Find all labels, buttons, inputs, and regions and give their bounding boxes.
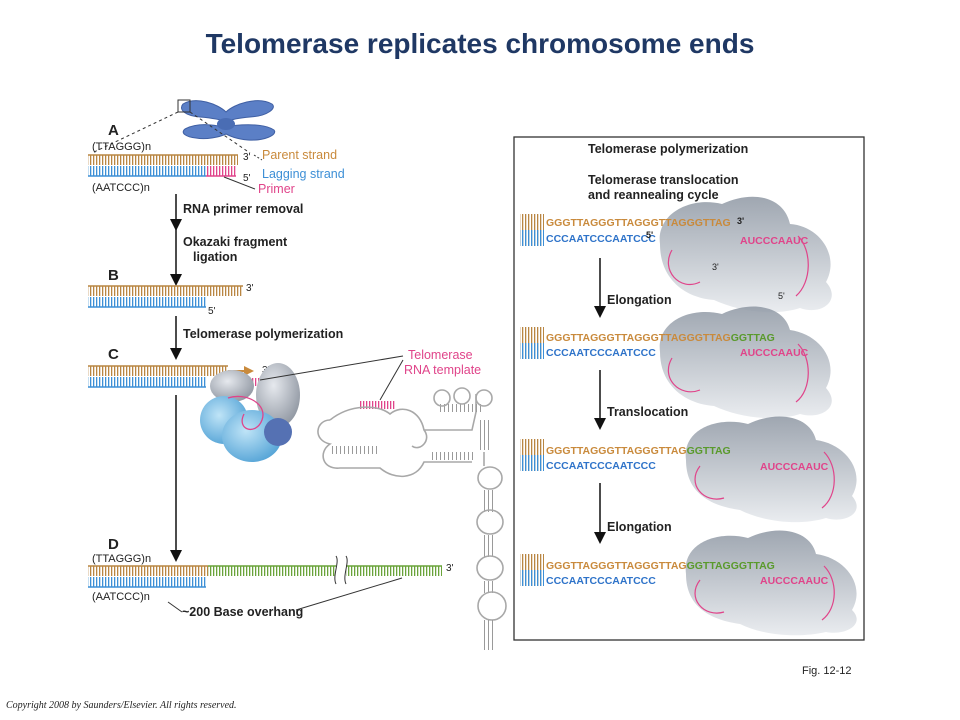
- panel-b-lagging-strand: [88, 297, 206, 307]
- row-4-new-dna: GGTTAGGGTTAG: [687, 560, 775, 572]
- telomerase-label: Telomerase: [408, 348, 473, 362]
- panel-c-lagging-strand: [88, 377, 206, 387]
- row-4-rna: AUCCCAAUC: [760, 575, 829, 587]
- panel-a-bottom-repeat: (AATCCC)n: [92, 182, 150, 194]
- rna-secondary-structure: [317, 387, 507, 650]
- panel-c-parent-strand: [88, 366, 228, 376]
- row-2-bottom-sequence: CCCAATCCCAATCCC: [546, 347, 656, 359]
- panel-a-letter: A: [108, 122, 119, 139]
- row-3-rna: AUCCCAAUC: [760, 461, 829, 473]
- row-1-enzyme-3prime: 3': [712, 262, 719, 272]
- panel-d-bottom-repeat: (AATCCC)n: [92, 591, 150, 603]
- panel-b-parent-strand: [88, 286, 243, 296]
- step-elongation-1: Elongation: [607, 293, 672, 307]
- row-4-bottom-sequence: CCCAATCCCAATCCC: [546, 575, 656, 587]
- panel-d-letter: D: [108, 536, 119, 553]
- panel-a-top-repeat: (TTAGGG)n: [92, 141, 151, 153]
- overhang-label: ~200 Base overhang: [182, 605, 303, 619]
- step-translocation: Translocation: [607, 405, 688, 419]
- panel-b-3prime: 3': [246, 283, 254, 294]
- row-1-top-sequence: GGGTTAGGGTTAGGGTTAGGGTTAG: [546, 217, 731, 229]
- right-panel-heading: Telomerase polymerization: [588, 142, 748, 156]
- panel-a-3prime: 3': [243, 152, 251, 163]
- primer-label: Primer: [258, 182, 295, 196]
- row-2-new-dna: GGTTAG: [731, 332, 775, 344]
- row-1-top-3prime: 3': [737, 216, 744, 226]
- cycle-row-1: GGGTTAGGGTTAGGGTTAGGGTTAG 3' CCCAATCCCAA…: [520, 196, 832, 313]
- right-panel-subheading-2: and reannealing cycle: [588, 188, 719, 202]
- panel-b-5prime: 5': [208, 306, 216, 317]
- panel-a-lagging-strand: [88, 166, 206, 176]
- parent-strand-label: Parent strand: [262, 148, 337, 162]
- row-2-rna: AUCCCAAUC: [740, 347, 809, 359]
- rna-template-label: RNA template: [404, 363, 481, 377]
- panel-d-overhang: [208, 566, 442, 576]
- lagging-strand-label: Lagging strand: [262, 167, 345, 181]
- row-2-top-sequence: GGGTTAGGGTTAGGGTTAGGGTTAGGGTTAG: [546, 332, 775, 344]
- row-1-bottom-sequence: CCCAATCCCAATCCC: [546, 233, 656, 245]
- row-3-bottom-sequence: CCCAATCCCAATCCC: [546, 460, 656, 472]
- step-okazaki-2: ligation: [193, 250, 237, 264]
- right-panel-subheading-1: Telomerase translocation: [588, 173, 739, 187]
- step-rna-primer-removal: RNA primer removal: [183, 202, 303, 216]
- step-okazaki-1: Okazaki fragment: [183, 235, 288, 249]
- chromosome-icon: [91, 99, 276, 154]
- cycle-row-4: GGGTTAGGGTTAGGGTTAGGGTTAGGGTTAG CCCAATCC…: [520, 530, 857, 636]
- row-3-new-dna: GGTTAG: [687, 445, 731, 457]
- panel-a-primer: [206, 166, 236, 176]
- row-1-enzyme-5prime: 5': [778, 291, 785, 301]
- cycle-row-3: GGGTTAGGGTTAGGGTTAGGGTTAG CCCAATCCCAATCC…: [520, 416, 857, 523]
- panel-a-5prime: 5': [243, 173, 251, 184]
- panel-d-top-repeat: (TTAGGG)n: [92, 553, 151, 565]
- panel-d-lagging-strand: [88, 577, 206, 587]
- step-elongation-2: Elongation: [607, 520, 672, 534]
- panel-d-3prime: 3': [446, 563, 454, 574]
- page-title: Telomerase replicates chromosome ends: [205, 28, 755, 59]
- panel-b-letter: B: [108, 267, 119, 284]
- figure-number: Fig. 12-12: [802, 665, 852, 677]
- step-telomerase-polymerization: Telomerase polymerization: [183, 327, 343, 341]
- telomerase-enzyme-icon: [200, 363, 300, 462]
- row-1-bottom-5prime: 5': [646, 230, 653, 240]
- copyright-notice: Copyright 2008 by Saunders/Elsevier. All…: [6, 700, 237, 711]
- row-4-top-sequence: GGGTTAGGGTTAGGGTTAGGGTTAGGGTTAG: [546, 560, 775, 572]
- panel-d-parent-strand: [88, 566, 208, 576]
- panel-c-letter: C: [108, 346, 119, 363]
- row-3-top-sequence: GGGTTAGGGTTAGGGTTAGGGTTAG: [546, 445, 731, 457]
- cycle-row-2: GGGTTAGGGTTAGGGTTAGGGTTAGGGTTAG CCCAATCC…: [520, 306, 832, 419]
- panel-a-parent-strand: [88, 155, 238, 165]
- row-1-rna: AUCCCAAUC: [740, 235, 809, 247]
